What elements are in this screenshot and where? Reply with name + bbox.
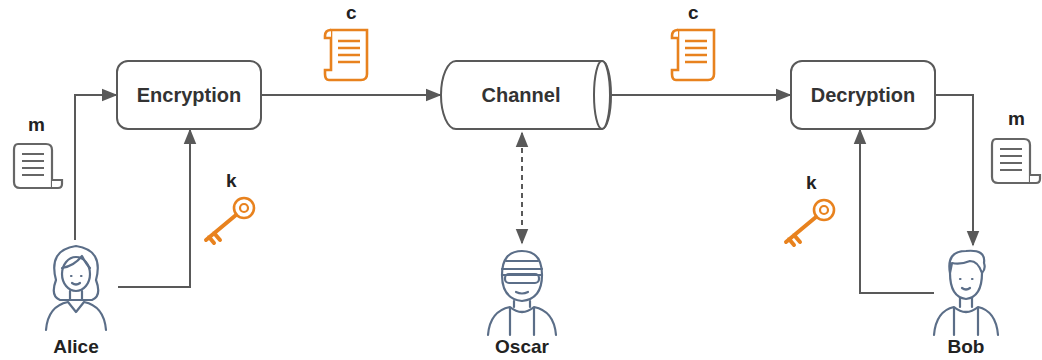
connector	[262, 94, 440, 96]
person-figure	[36, 240, 116, 332]
person-node: Bob	[926, 245, 1006, 360]
person-name: Oscar	[480, 336, 564, 358]
person-figure	[480, 245, 560, 337]
key-icon	[786, 200, 834, 245]
node-label: Decryption	[811, 84, 915, 107]
edge-label: k	[806, 172, 817, 194]
connector	[521, 133, 523, 243]
edge-label: m	[1008, 108, 1025, 130]
connector	[612, 94, 790, 96]
channel-cylinder: Channel	[440, 60, 612, 130]
ciphertext-icon	[672, 30, 714, 80]
node-label: Encryption	[137, 84, 241, 107]
key-icon	[206, 198, 254, 243]
connector	[75, 95, 116, 240]
connector	[118, 130, 190, 287]
edge-label: c	[346, 2, 357, 24]
process-box: Decryption	[790, 60, 936, 130]
person-node: Oscar	[480, 245, 564, 360]
person-name: Bob	[926, 336, 1006, 358]
person-figure	[926, 245, 1006, 337]
message-icon	[14, 144, 62, 188]
edge-label: k	[226, 170, 237, 192]
message-icon	[992, 139, 1040, 183]
person-node: Alice	[36, 240, 116, 360]
ciphertext-icon	[325, 30, 367, 80]
person-name: Alice	[36, 336, 116, 358]
node-label: Channel	[482, 84, 561, 107]
connector	[860, 130, 934, 293]
edge-label: c	[688, 2, 699, 24]
connector	[936, 95, 973, 245]
edge-label: m	[28, 114, 45, 136]
process-box: Encryption	[116, 60, 262, 130]
